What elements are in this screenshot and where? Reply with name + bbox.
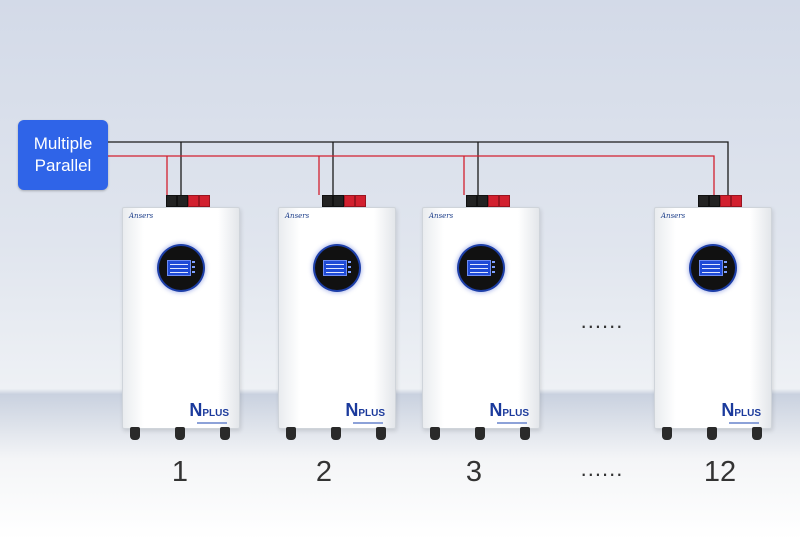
brand-logo: Ansers — [129, 212, 154, 220]
lcd-display-icon — [691, 246, 735, 290]
unit-feet — [130, 427, 230, 440]
nplus-brand-mark: NPLUS — [721, 400, 761, 420]
lcd-display-icon — [459, 246, 503, 290]
unit-number-12: 12 — [703, 456, 737, 488]
unit-feet — [662, 427, 762, 440]
unit-feet — [286, 427, 386, 440]
terminal-block — [322, 195, 366, 207]
inverter-unit-12: Ansers NPLUS — [654, 195, 772, 440]
brand-logo: Ansers — [429, 212, 454, 220]
wire-red-bus — [108, 155, 715, 195]
wire-black-bus — [108, 141, 729, 195]
brand-logo: Ansers — [285, 212, 310, 220]
inverter-cabinet: Ansers NPLUS — [422, 207, 540, 429]
multiple-parallel-label: Multiple Parallel — [18, 120, 108, 190]
ellipsis-between-numbers: ...... — [580, 456, 624, 481]
unit-number-2: 2 — [315, 456, 333, 488]
unit-feet — [430, 427, 530, 440]
terminal-block — [698, 195, 742, 207]
unit-number-3: 3 — [465, 456, 483, 488]
nplus-brand-mark: NPLUS — [345, 400, 385, 420]
lcd-display-icon — [315, 246, 359, 290]
inverter-unit-3: Ansers NPLUS — [422, 195, 540, 440]
inverter-unit-2: Ansers NPLUS — [278, 195, 396, 440]
unit-number-1: 1 — [171, 456, 189, 488]
ellipsis-between-units: ...... — [580, 308, 624, 333]
brand-logo: Ansers — [661, 212, 686, 220]
inverter-cabinet: Ansers NPLUS — [654, 207, 772, 429]
nplus-brand-mark: NPLUS — [189, 400, 229, 420]
lcd-display-icon — [159, 246, 203, 290]
terminal-block — [466, 195, 510, 207]
terminal-block — [166, 195, 210, 207]
label-line-1: Multiple — [33, 134, 93, 153]
inverter-unit-1: Ansers NPLUS — [122, 195, 240, 440]
label-line-2: Parallel — [34, 156, 92, 175]
inverter-cabinet: Ansers NPLUS — [278, 207, 396, 429]
inverter-cabinet: Ansers NPLUS — [122, 207, 240, 429]
nplus-brand-mark: NPLUS — [489, 400, 529, 420]
